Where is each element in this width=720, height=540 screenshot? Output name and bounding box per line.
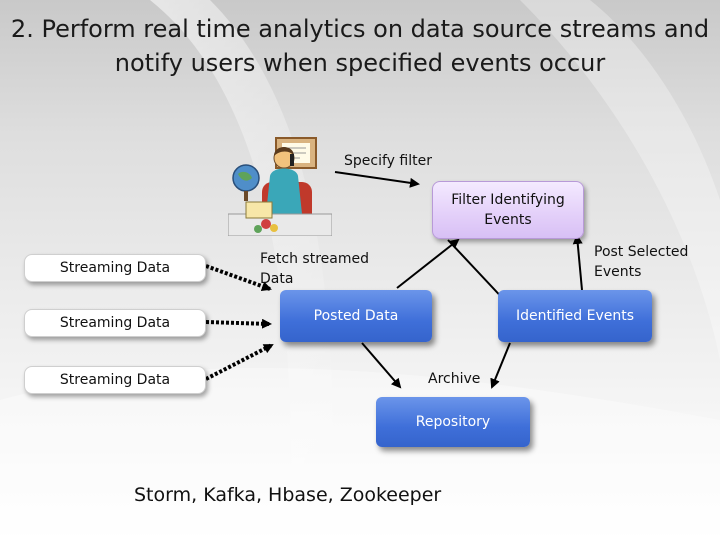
streaming-data-source-3: Streaming Data	[24, 366, 206, 394]
technology-stack-footer: Storm, Kafka, Hbase, Zookeeper	[134, 484, 442, 506]
filter-identifying-events-box: Filter Identifying Events	[432, 181, 584, 239]
streaming-data-source-2: Streaming Data	[24, 309, 206, 337]
archive-arrow-right	[490, 342, 511, 389]
posted-data-box: Posted Data	[280, 290, 432, 342]
slide-title: 2. Perform real time analytics on data s…	[10, 12, 710, 80]
post-selected-events-label: Post Selected Events	[594, 242, 688, 282]
streaming-data-source-1: Streaming Data	[24, 254, 206, 282]
fetch-data-arrow	[396, 238, 460, 289]
stream-arrow-2	[205, 318, 272, 329]
filter-box-line-2: Events	[484, 212, 532, 228]
identified-events-box: Identified Events	[498, 290, 652, 342]
specify-filter-arrow	[334, 171, 420, 188]
specify-filter-label: Specify filter	[344, 153, 432, 169]
stream-arrow-1	[205, 264, 272, 291]
repository-box: Repository	[376, 397, 530, 447]
fetch-streamed-data-label: Fetch streamed Data	[260, 249, 369, 289]
post-selected-line-1: Post Selected	[594, 244, 689, 260]
post-selected-arrow	[572, 234, 583, 291]
stream-arrow-3	[205, 343, 274, 381]
person-at-desk-on-phone-icon	[227, 136, 333, 237]
post-selected-line-2: Events	[594, 264, 642, 280]
archive-arrow-left	[361, 342, 402, 389]
fetch-line-1: Fetch streamed	[260, 251, 369, 267]
title-line-2: notify users when specified events occur	[114, 49, 606, 77]
filter-box-line-1: Filter Identifying	[451, 192, 565, 208]
title-line-1: 2. Perform real time analytics on data s…	[10, 15, 710, 43]
fetch-line-2: Data	[260, 271, 294, 287]
archive-label: Archive	[428, 371, 481, 387]
